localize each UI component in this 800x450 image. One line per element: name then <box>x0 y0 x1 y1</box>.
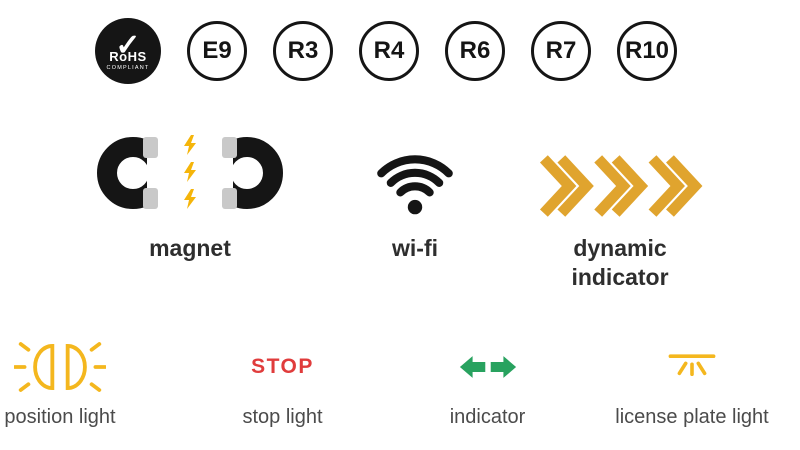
cert-code-label: R6 <box>459 37 491 64</box>
stop-text: STOP <box>251 355 314 378</box>
license-plate-light-icon <box>612 338 772 396</box>
cert-badge-r4: R4 <box>359 21 419 81</box>
cert-code-label: R7 <box>545 37 577 64</box>
check-icon: ✓ <box>115 29 141 62</box>
feature-wifi-label: wi-fi <box>392 235 438 261</box>
feature-dynamic-indicator-label: dynamic indicator <box>571 235 669 290</box>
cert-badge-r7: R7 <box>531 21 591 81</box>
stop-text-icon: STOP <box>225 338 340 396</box>
license-plate-light-label: license plate light <box>615 406 769 428</box>
rohs-subtitle: COMPLIANT <box>106 65 150 71</box>
position-light-icon <box>0 338 120 396</box>
cert-badge-r6: R6 <box>445 21 505 81</box>
function-license-plate-light: license plate light <box>612 338 772 429</box>
cert-badge-e9: E9 <box>187 21 247 81</box>
stop-light-label: stop light <box>242 406 323 428</box>
feature-wifi: wi-fi <box>330 126 500 263</box>
indicator-arrows-icon <box>430 338 545 396</box>
magnet-icon <box>55 126 325 218</box>
wifi-icon <box>330 126 500 218</box>
cert-code-label: R10 <box>624 37 670 64</box>
cert-badge-r10: R10 <box>617 21 677 81</box>
cert-badge-r3: R3 <box>273 21 333 81</box>
certification-badges-row: ✓ RoHS COMPLIANT E9 R3 R4 R6 R7 R10 <box>95 16 677 86</box>
function-indicator: indicator <box>430 338 545 429</box>
feature-dynamic-indicator: dynamic indicator <box>515 126 725 292</box>
feature-magnet-label: magnet <box>149 235 231 261</box>
rohs-compliant-badge: ✓ RoHS COMPLIANT <box>95 18 161 84</box>
features-row: magnet wi-fi <box>0 126 800 316</box>
cert-code-label: R3 <box>287 37 319 64</box>
indicator-label: indicator <box>449 406 526 428</box>
function-position-light: position light <box>0 338 120 429</box>
cert-code-label: R4 <box>373 37 405 64</box>
rohs-title: RoHS <box>109 49 147 64</box>
functions-row: position light STOP stop light indicator <box>0 338 800 443</box>
function-stop-light: STOP stop light <box>225 338 340 429</box>
dynamic-indicator-chevrons-icon <box>515 126 725 218</box>
cert-code-label: E9 <box>202 37 232 64</box>
feature-magnet: magnet <box>55 126 325 263</box>
position-light-label: position light <box>4 406 116 428</box>
